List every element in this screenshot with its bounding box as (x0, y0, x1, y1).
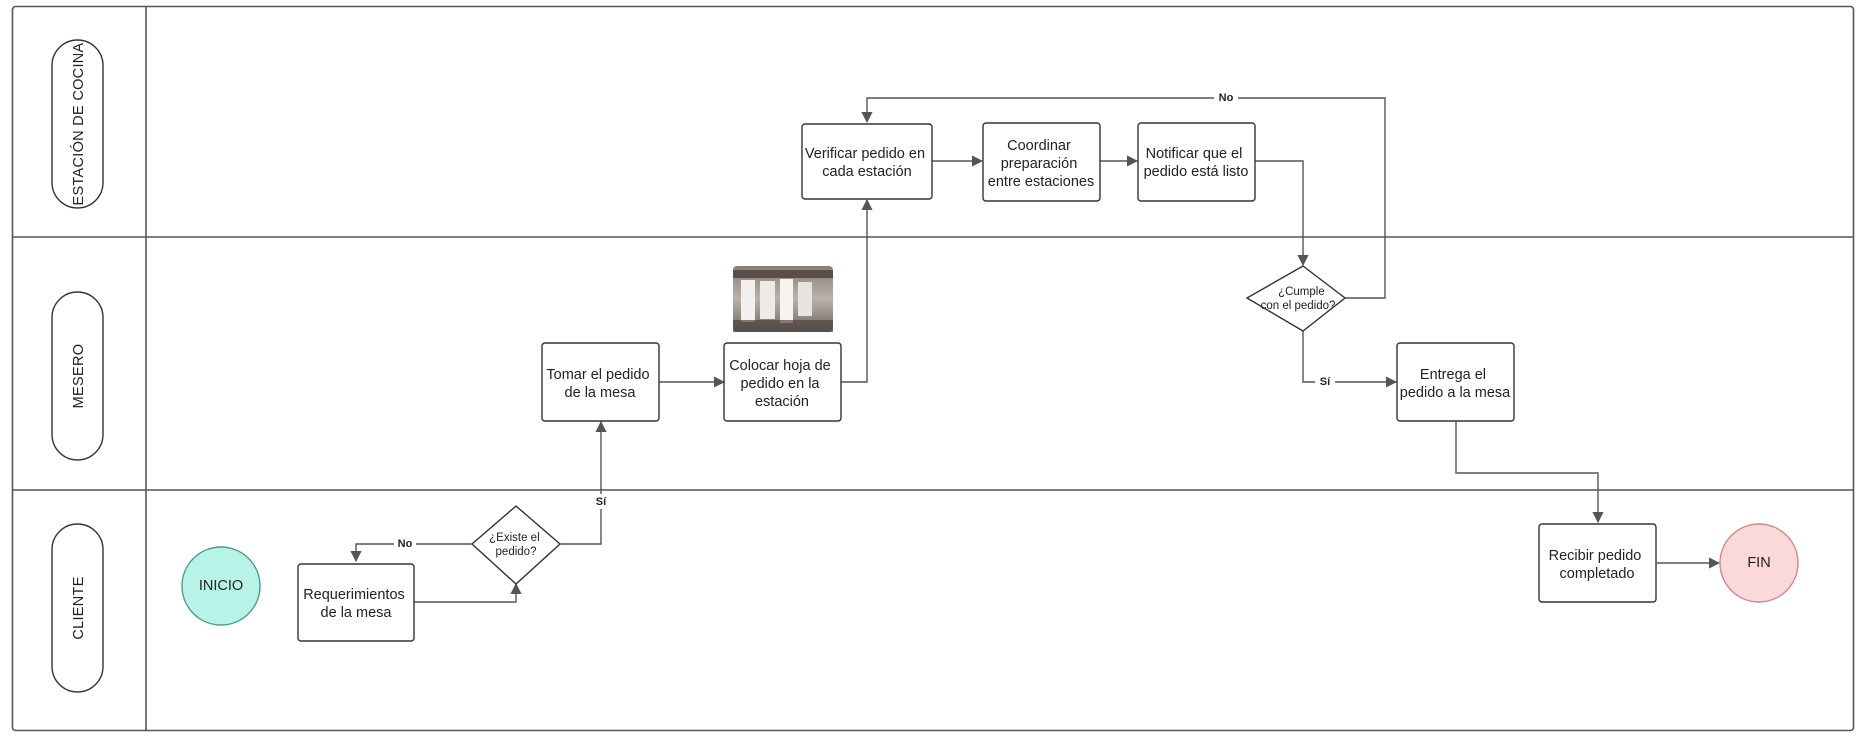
edge-label-no-top: No (1214, 90, 1238, 105)
decision-meets: ¿Cumple con el pedido? (1245, 265, 1347, 332)
svg-text:No: No (398, 538, 413, 550)
end-circle (1719, 523, 1799, 603)
order-tickets-photo (733, 266, 833, 332)
process-notify: Notificar que el pedido está listo (1137, 122, 1256, 202)
edge-place-to-verify (841, 198, 873, 383)
svg-text:Colocar hoja de pedido e: Colocar hoja de pedido en la estación (729, 358, 835, 410)
end-label: FIN (1747, 555, 1770, 571)
edge-label-si-exists: Sí (592, 494, 610, 509)
svg-text:¿Existe el pedido?: ¿Existe el pedido? (489, 532, 543, 558)
end-node: FIN (1719, 523, 1799, 603)
process-receive: Recibir pedido completado (1538, 523, 1657, 603)
process-requirements: Requerimientos de la mesa (297, 563, 415, 642)
svg-text:Sí: Sí (596, 496, 607, 508)
start-label: INICIO (199, 578, 243, 594)
svg-text:Notificar que el pedido: Notificar que el pedido está listo (1144, 146, 1249, 180)
lane-header-waiter: MESERO (51, 291, 104, 461)
edge-exists-si (560, 420, 607, 545)
start-circle (181, 546, 261, 626)
lane-label-kitchen: ESTACIÓN DE COCINA (70, 42, 87, 205)
svg-text:No: No (1219, 92, 1234, 104)
svg-text:Sí: Sí (1320, 376, 1331, 388)
start-node: INICIO (181, 546, 261, 626)
svg-text:Recibir pedido completad: Recibir pedido completado (1549, 548, 1646, 582)
edge-exists-no (350, 543, 472, 563)
svg-text:Entrega el pedido a la m: Entrega el pedido a la mesa (1400, 367, 1511, 401)
process-take-order: Tomar el pedido de la mesa (541, 342, 660, 422)
svg-text:Coordinar preparación: Coordinar preparación entre estaciones (988, 138, 1094, 190)
diagram-frame (11, 5, 1855, 732)
edge-label-si-meets: Sí (1315, 374, 1335, 389)
process-coordinate: Coordinar preparación entre estaciones (982, 122, 1101, 202)
edge-meets-si (1302, 331, 1398, 388)
decision-exists: ¿Existe el pedido? (470, 505, 562, 585)
svg-text:Tomar el pedido de la me: Tomar el pedido de la mesa (546, 367, 653, 401)
process-verify: Verificar pedido en cada estación (801, 123, 933, 200)
edge-meets-no (861, 97, 1386, 299)
process-place-sheet: Colocar hoja de pedido en la estación (723, 342, 842, 422)
edge-notify-to-meets (1255, 160, 1309, 267)
edge-label-no-left: No (394, 536, 416, 551)
svg-text:¿Cumple con el pedido?: ¿Cumple con el pedido? (1261, 286, 1336, 312)
svg-text:Verificar pedido en cada: Verificar pedido en cada estación (805, 146, 929, 180)
lane-label-waiter: MESERO (71, 344, 87, 409)
lane-label-client: CLIENTE (71, 576, 87, 639)
edge-requirements-to-exists (414, 582, 522, 603)
edge-deliver-to-receive (1455, 420, 1604, 524)
process-deliver: Entrega el pedido a la mesa (1396, 342, 1515, 422)
lane-header-client: CLIENTE (51, 523, 104, 693)
svg-text:Requerimientos de la mes: Requerimientos de la mesa (303, 587, 409, 621)
lane-header-kitchen: ESTACIÓN DE COCINA (51, 39, 104, 209)
